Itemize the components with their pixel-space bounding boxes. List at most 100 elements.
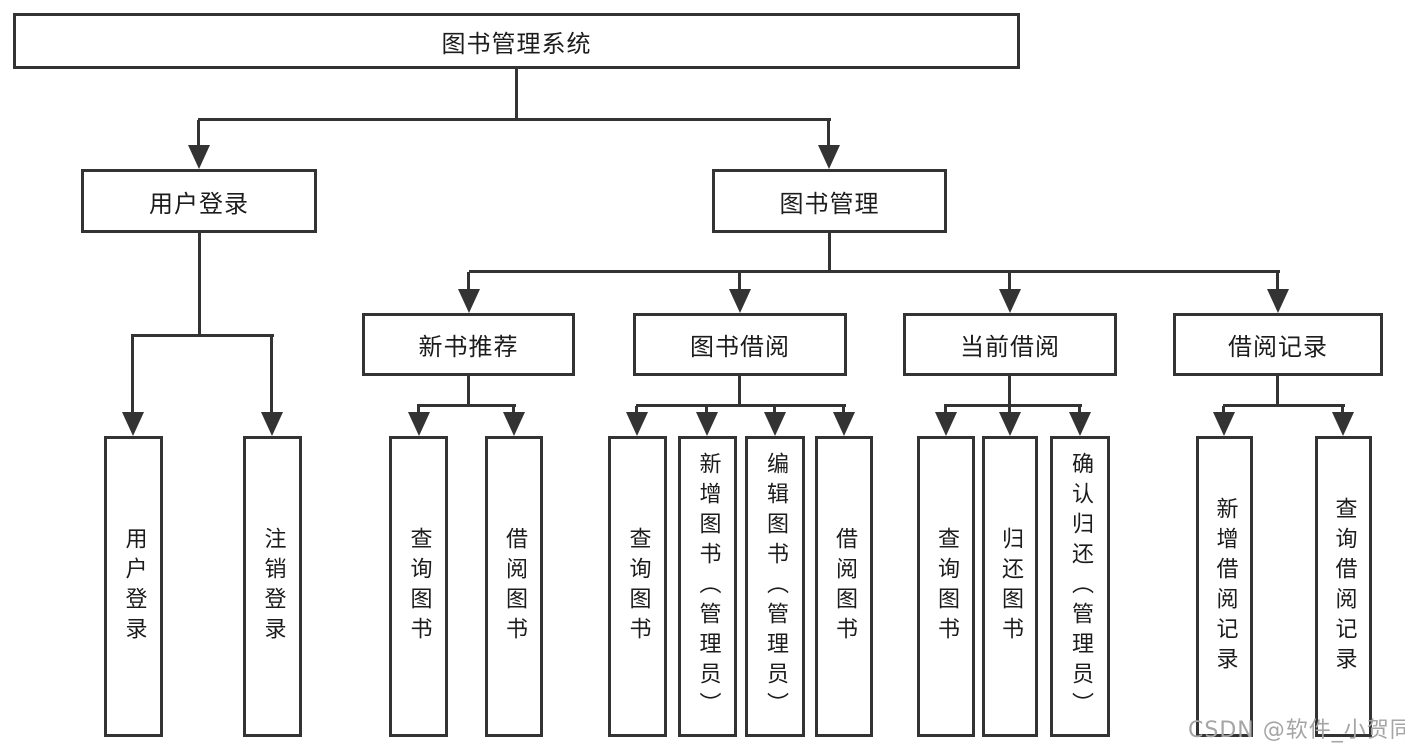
arrow-shaft <box>1008 272 1011 293</box>
leaf-logout-label: 注销登录 <box>260 526 286 647</box>
leaf-borrow-book-1: 借阅图书 <box>485 436 543 737</box>
leaf-query-book-3: 查询图书 <box>917 436 975 737</box>
leaf-edit-book-admin: 编辑图书（管理员） <box>745 436 805 737</box>
arrow-to-leaf-logout <box>261 336 283 436</box>
arrow-shaft <box>270 336 273 416</box>
arrow-to-leaf-query-borrow-record <box>1332 406 1354 436</box>
arrow-shaft <box>738 272 741 293</box>
arrow-head-icon <box>935 412 957 436</box>
arrow-shaft <box>467 272 470 293</box>
watermark: CSDN @软件_小贺同学 <box>1188 718 1405 743</box>
connector-userlogin-stem <box>198 233 201 337</box>
leaf-borrow-book-2-label: 借阅图书 <box>832 526 857 647</box>
arrow-head-icon <box>999 412 1021 436</box>
arrow-head-icon <box>1267 289 1289 313</box>
connector-currentborrow-crossbar <box>944 404 1082 407</box>
arrow-shaft <box>944 406 947 416</box>
leaf-query-borrow-record: 查询借阅记录 <box>1315 436 1372 737</box>
arrow-head-icon <box>626 412 648 436</box>
arrow-to-leaf-query-book-3 <box>935 406 957 436</box>
arrow-head-icon <box>188 145 210 169</box>
arrow-shaft <box>1341 406 1344 416</box>
node-book-management-label: 图书管理 <box>779 189 880 218</box>
arrow-to-leaf-borrow-book-1 <box>503 406 525 436</box>
arrow-shaft <box>1008 406 1011 416</box>
leaf-edit-book-admin-label: 编辑图书（管理员） <box>763 451 788 722</box>
arrow-head-icon <box>1069 412 1091 436</box>
leaf-query-book-1-label: 查询图书 <box>406 526 432 647</box>
arrow-to-leaf-query-book-1 <box>408 406 430 436</box>
node-current-borrow: 当前借阅 <box>903 313 1117 376</box>
node-new-book-recommend-label: 新书推荐 <box>418 333 519 361</box>
leaf-query-book-2: 查询图书 <box>608 436 667 737</box>
connector-currentborrow-stem <box>1008 376 1011 407</box>
arrow-to-leaf-return-book <box>999 406 1021 436</box>
node-root-label: 图书管理系统 <box>441 29 592 58</box>
arrow-shaft <box>635 406 638 416</box>
arrow-shaft <box>131 336 134 416</box>
arrow-to-leaf-add-borrow-record <box>1213 406 1235 436</box>
leaf-query-book-3-label: 查询图书 <box>934 526 959 647</box>
arrow-to-current-borrow <box>999 272 1021 313</box>
arrow-shaft <box>842 406 845 416</box>
node-user-login: 用户登录 <box>81 169 317 233</box>
arrow-to-leaf-query-book-2 <box>626 406 648 436</box>
leaf-user-login: 用户登录 <box>104 436 163 737</box>
connector-bookmgmt-stem <box>828 233 831 273</box>
arrow-head-icon <box>458 289 480 313</box>
arrow-to-borrow-records <box>1267 272 1289 313</box>
connector-records-crossbar <box>1223 404 1345 407</box>
arrow-shaft <box>1078 406 1081 416</box>
leaf-return-book-label: 归还图书 <box>998 526 1023 647</box>
leaf-query-book-1: 查询图书 <box>389 436 448 737</box>
arrow-head-icon <box>729 289 751 313</box>
arrow-shaft <box>1276 272 1279 293</box>
leaf-return-book: 归还图书 <box>982 436 1038 737</box>
node-book-borrow-label: 图书借阅 <box>690 333 790 361</box>
arrow-head-icon <box>999 289 1021 313</box>
arrow-shaft <box>773 406 776 416</box>
arrow-head-icon <box>261 412 283 436</box>
connector-bookborrow-stem <box>738 376 741 407</box>
arrow-head-icon <box>1213 412 1235 436</box>
arrow-head-icon <box>764 412 786 436</box>
arrow-to-user-login <box>188 120 210 169</box>
arrow-head-icon <box>503 412 525 436</box>
arrow-shaft <box>705 406 708 416</box>
leaf-query-borrow-record-label: 查询借阅记录 <box>1331 496 1357 677</box>
node-book-borrow: 图书借阅 <box>633 313 847 376</box>
connector-bookborrow-crossbar <box>636 404 846 407</box>
connector-userlogin-crossbar <box>131 334 274 337</box>
leaf-add-borrow-record-label: 新增借阅记录 <box>1212 496 1238 677</box>
node-borrow-records-label: 借阅记录 <box>1228 333 1328 361</box>
arrow-shaft <box>512 406 515 416</box>
arrow-head-icon <box>696 412 718 436</box>
leaf-borrow-book-1-label: 借阅图书 <box>502 526 527 647</box>
node-borrow-records: 借阅记录 <box>1173 313 1383 376</box>
leaf-add-book-admin-label: 新增图书（管理员） <box>695 451 721 722</box>
arrow-head-icon <box>818 145 840 169</box>
arrow-to-book-borrow <box>729 272 751 313</box>
arrow-head-icon <box>408 412 430 436</box>
leaf-confirm-return-admin-label: 确认归还（管理员） <box>1068 451 1093 722</box>
leaf-query-book-2-label: 查询图书 <box>625 526 651 647</box>
connector-newbook-stem <box>467 376 470 407</box>
arrow-to-book-management <box>818 120 840 169</box>
arrow-shaft <box>417 406 420 416</box>
node-root: 图书管理系统 <box>13 13 1020 69</box>
leaf-logout: 注销登录 <box>243 436 302 737</box>
connector-root-stem <box>515 69 518 121</box>
leaf-add-book-admin: 新增图书（管理员） <box>678 436 737 737</box>
arrow-shaft <box>197 120 200 149</box>
arrow-shaft <box>827 120 830 149</box>
connector-records-stem <box>1276 376 1279 407</box>
leaf-user-login-label: 用户登录 <box>121 526 147 647</box>
node-user-login-label: 用户登录 <box>149 189 249 218</box>
arrow-to-leaf-borrow-book-2 <box>833 406 855 436</box>
arrow-head-icon <box>1332 412 1354 436</box>
node-new-book-recommend: 新书推荐 <box>362 313 575 376</box>
node-current-borrow-label: 当前借阅 <box>960 333 1060 361</box>
arrow-to-leaf-user-login <box>122 336 144 436</box>
arrow-to-leaf-edit-book-admin <box>764 406 786 436</box>
